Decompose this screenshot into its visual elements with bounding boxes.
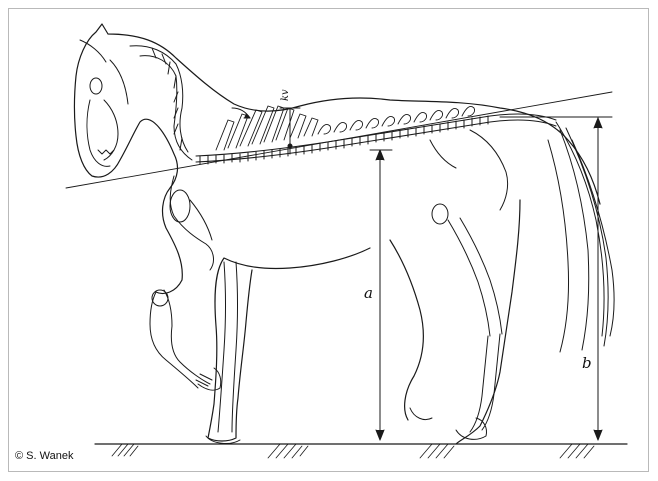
tail bbox=[548, 122, 614, 352]
horse-head bbox=[80, 40, 128, 166]
label-b: b bbox=[582, 354, 592, 372]
copyright-notice: © S. Wanek bbox=[14, 450, 74, 462]
spine bbox=[196, 114, 556, 164]
front-raised-leg bbox=[150, 290, 221, 390]
label-a: a bbox=[364, 284, 373, 302]
spinous-processes bbox=[216, 106, 475, 150]
ground-line bbox=[95, 444, 627, 458]
horse-outline bbox=[75, 24, 601, 444]
dimension-a bbox=[370, 150, 392, 440]
front-standing-leg bbox=[206, 262, 240, 443]
label-kv: kv bbox=[280, 89, 291, 101]
hind-bones bbox=[410, 130, 508, 439]
dimension-b bbox=[500, 117, 612, 440]
shoulder-bones bbox=[170, 176, 213, 270]
neck-vertebrae bbox=[130, 46, 192, 160]
